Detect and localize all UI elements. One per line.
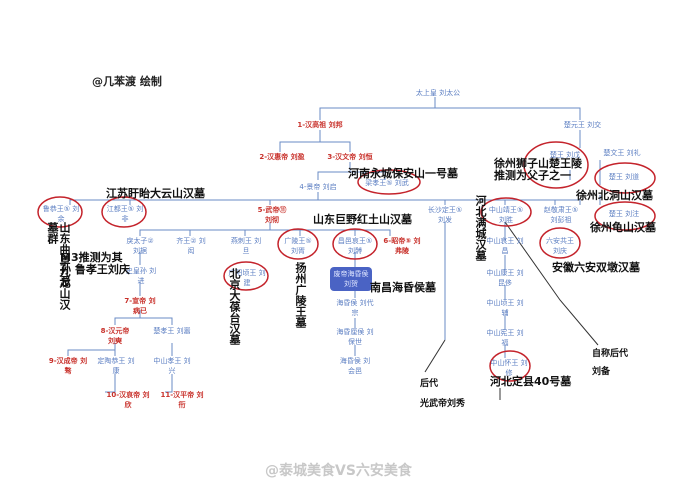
node-chu-wang: 楚王 刘戊 — [549, 151, 581, 159]
node-aidi: 10-汉哀帝 刘欣 — [106, 391, 150, 409]
node-chu-yuan: 楚元王 刘交 — [563, 121, 602, 129]
line-jingdi — [69, 192, 581, 205]
ann-jiangsu: 江苏盱眙大云山汉墓 — [106, 187, 205, 200]
ring-chu2 — [594, 162, 656, 194]
node-liang-xiao: 梁孝王⑤ 刘武 — [365, 179, 409, 187]
node-zhongshan-jing: 中山靖王⑤ 刘胜 — [488, 206, 524, 224]
ann-liubei: 刘备 — [592, 367, 611, 377]
node-zs2: 中山康王 刘昆侈 — [486, 269, 524, 287]
node-hai-hui: 海昏侯 刘会邑 — [339, 357, 371, 375]
line-aidi — [105, 374, 173, 393]
node-taishang: 太上皇 刘太公 — [415, 89, 461, 97]
node-guangling: 广陵王⑤ 刘胥 — [284, 237, 312, 255]
line-xuandi — [114, 310, 173, 325]
node-guangyang: 广阳顷王 刘建 — [228, 269, 266, 287]
ann-xuzhou-guishan: 徐州龟山汉墓 — [590, 221, 656, 234]
ann-guangwu: 光武帝刘秀 — [420, 399, 466, 409]
ann-hebei-dingxian: 河北定县40号墓 — [490, 375, 572, 388]
ring-liuan — [539, 227, 581, 259]
node-hai-bao: 海昏厘侯 刘保世 — [336, 328, 374, 346]
node-zhongshan-xiao: 中山孝王 刘兴 — [153, 357, 191, 375]
ring-guangyang — [223, 261, 269, 291]
node-hai-hun-highlight: 废帝海昏侯 刘贺 — [330, 267, 372, 291]
node-hai-hun: 废帝海昏侯 刘贺 — [333, 270, 369, 288]
ring-chu — [523, 141, 589, 189]
node-han-wendi: 3-汉文帝 刘恒 — [327, 153, 373, 161]
ann-nanchang: 南昌海昏侯墓 — [370, 281, 436, 294]
ann-ziheng: 自称后代 — [592, 349, 629, 359]
ann-henan: 河南永城保安山一号墓 — [348, 167, 458, 180]
node-han-huidi: 2-汉惠帝 刘盈 — [259, 153, 305, 161]
ring-zhongshan — [480, 197, 532, 227]
ann-beijing: 北京大葆台汉墓 — [228, 268, 241, 345]
weibo-watermark: @泰城美食VS六安美食 — [265, 463, 412, 479]
author-credit: @几苯渡 绘制 — [92, 75, 162, 88]
node-chu-a2: 楚王 刘道 — [608, 173, 640, 181]
node-chu-a3: 楚王 刘注 — [608, 210, 640, 218]
line-root — [319, 97, 581, 120]
ring-jiangdu — [101, 196, 147, 228]
ring-guangling — [277, 228, 319, 260]
node-yan-la: 燕刺王 刘旦 — [230, 237, 262, 255]
node-pingdi: 11-汉平帝 刘衎 — [160, 391, 204, 409]
ann-shandong-jiulong: 山东曲阜九龙山汉墓群 — [46, 222, 71, 310]
node-li-taizi: 戾太子② 刘据 — [126, 237, 154, 255]
node-chu-a1: 楚文王 刘礼 — [603, 149, 641, 157]
ann-hebei-mancheng: 河北满城汉墓 — [474, 195, 487, 261]
node-qi-wang: 齐王② 刘闳 — [176, 237, 206, 255]
node-yuandi: 8-汉元帝 刘奭 — [100, 327, 130, 345]
line-wudi-sons — [139, 222, 391, 236]
node-dingtao: 定陶恭王 刘康 — [97, 357, 135, 375]
node-zs4: 中山宪王 刘福 — [486, 329, 524, 347]
arrow-guangwu — [424, 339, 446, 373]
node-lu-gong: 鲁恭王⑤ 刘余 — [42, 205, 80, 223]
ring-changyi — [332, 228, 378, 260]
ann-xuzhou-beidong: 徐州北洞山汉墓 — [576, 189, 653, 202]
node-shi-huangsun: 史皇孙 刘进 — [125, 267, 157, 285]
node-changyi: 昌邑哀王⑤ 刘髆 — [337, 237, 373, 255]
line-gaozu — [279, 130, 351, 152]
ring-zs5 — [489, 350, 531, 382]
node-changsha: 长沙定王⑤ 刘发 — [427, 206, 463, 224]
node-xuandi: 7-宣帝 刘病已 — [124, 297, 156, 315]
node-zs5: 中山怀王 刘修 — [490, 359, 528, 377]
node-jiang-du: 江都王⑤ 刘非 — [106, 205, 144, 223]
ring-lu — [37, 196, 83, 228]
ann-liuan-shuangdun: 安徽六安双墩汉墓 — [552, 261, 640, 274]
ann-houdai: 后代 — [420, 379, 439, 389]
node-chengdi: 9-汉成帝 刘骜 — [48, 357, 88, 375]
node-hai-dai: 海昏侯 刘代宗 — [336, 299, 374, 317]
ring-chu3 — [594, 201, 656, 231]
node-zs3: 中山顷王 刘辅 — [486, 299, 524, 317]
node-zhao-jing: 赵敬肃王⑤ 刘彭祖 — [543, 206, 579, 224]
line-chu — [569, 130, 601, 205]
line-wendi — [317, 162, 386, 180]
node-chu-xiao: 楚孝王 刘嚣 — [153, 327, 191, 335]
node-han-gaozu: 1-汉高祖 刘邦 — [297, 121, 343, 129]
ann-xuzhou-chu: 徐州狮子山楚王陵 推测为父子之一 — [494, 157, 582, 182]
node-liu-an: 六安共王 刘庆 — [546, 237, 574, 255]
ann-ai3: M3推测为其孙 鲁孝王刘庆忌 — [60, 251, 130, 288]
ann-yangzhou: 扬州广陵王墓 — [294, 262, 307, 328]
line-jingdi-sons — [129, 200, 556, 205]
node-zs1: 中山哀王 刘昌 — [486, 237, 524, 255]
node-zhaodi: 6-昭帝⑤ 刘弗陵 — [383, 237, 421, 255]
node-wudi: 5-武帝⑪ 刘彻 — [257, 206, 287, 224]
arrow-liubei — [504, 221, 599, 346]
line-yuandi — [67, 343, 173, 356]
ann-shandong-juye: 山东巨野红土山汉墓 — [313, 213, 412, 226]
ring-liang — [357, 169, 421, 195]
node-jingdi: 4-景帝 刘启 — [299, 183, 337, 191]
